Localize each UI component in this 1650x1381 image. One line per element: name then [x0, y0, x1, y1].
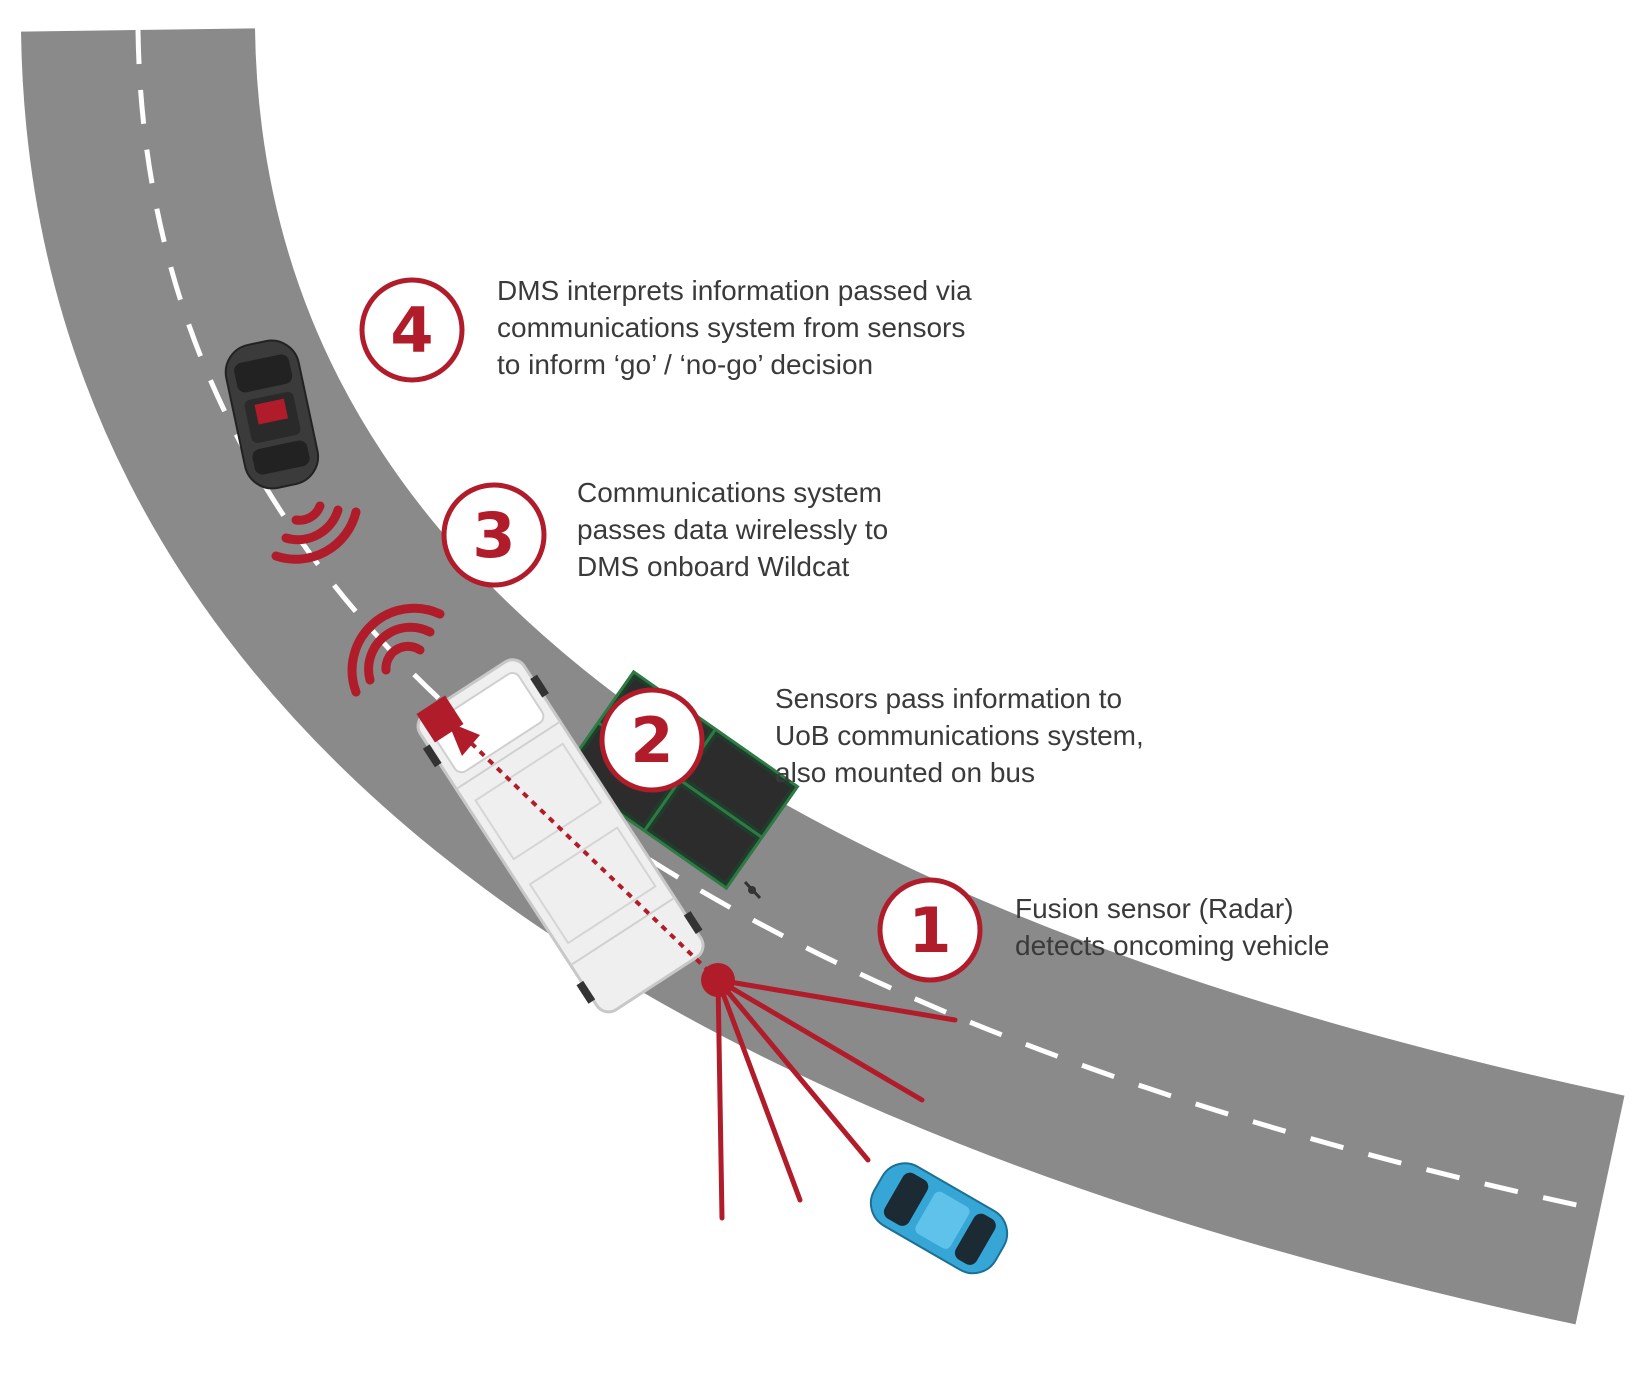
step-number: 2 — [630, 704, 673, 777]
step-line: Fusion sensor (Radar) — [1015, 893, 1294, 924]
radar-sensor — [701, 963, 735, 997]
step-line: Sensors pass information to — [775, 683, 1122, 714]
radar-beam-icon — [715, 977, 958, 1221]
step-description: Fusion sensor (Radar) detects oncoming v… — [1015, 893, 1329, 961]
oncoming-vehicle — [869, 1162, 1009, 1275]
wireless-signal-icon — [347, 603, 445, 697]
step-number: 3 — [472, 499, 515, 572]
step-number: 1 — [908, 894, 951, 967]
step-line: passes data wirelessly to — [577, 514, 888, 545]
step-number-badge — [599, 687, 705, 793]
wildcat-vehicle — [224, 339, 320, 490]
step-number-badge — [877, 877, 983, 983]
data-link-arrow — [448, 722, 720, 982]
step-number: 4 — [390, 294, 433, 367]
step-line: Communications system — [577, 477, 882, 508]
step-line: to inform ‘go’ / ‘no-go’ decision — [497, 349, 873, 380]
step-line: communications system from sensors — [497, 312, 965, 343]
step-4: 4 DMS interprets information passed via … — [359, 275, 979, 383]
step-description: Communications system passes data wirele… — [577, 477, 896, 582]
antenna-icon — [743, 880, 762, 900]
step-description: DMS interprets information passed via co… — [497, 275, 979, 380]
step-line: also mounted on bus — [775, 757, 1035, 788]
wireless-signal-icon — [271, 501, 361, 564]
curved-road — [9, 27, 1628, 1337]
step-description: Sensors pass information to UoB communic… — [775, 683, 1152, 788]
step-line: UoB communications system, — [775, 720, 1144, 751]
step-number-badge — [359, 277, 465, 383]
step-number-badge — [441, 482, 547, 588]
step-2: 2 Sensors pass information to UoB commun… — [599, 683, 1152, 793]
step-1: 1 Fusion sensor (Radar) detects oncoming… — [877, 877, 1329, 983]
step-line: DMS interprets information passed via — [497, 275, 972, 306]
step-line: detects oncoming vehicle — [1015, 930, 1329, 961]
step-line: DMS onboard Wildcat — [577, 551, 850, 582]
step-3: 3 Communications system passes data wire… — [441, 477, 896, 588]
